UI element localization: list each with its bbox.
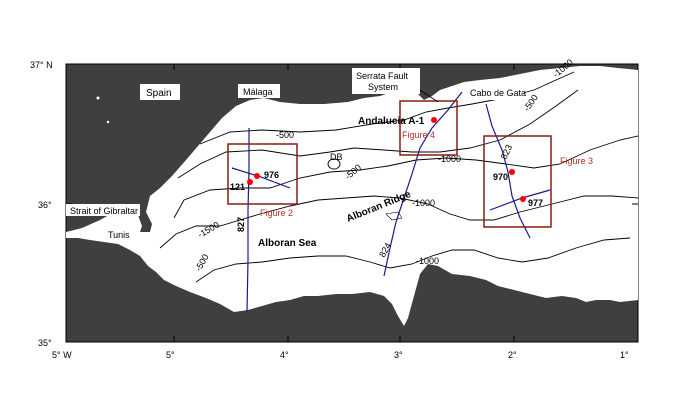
lon-label-3: 3°	[394, 350, 403, 360]
lat-label-37: 37° N	[30, 60, 53, 70]
malaga-label-bg	[238, 84, 280, 98]
contour-label: -1000	[412, 198, 435, 208]
figure-3-box	[483, 135, 552, 228]
contour-db-mound	[327, 158, 341, 170]
lat-label-35: 35°	[38, 338, 52, 348]
islet	[106, 120, 110, 124]
spain-label-bg	[140, 84, 180, 100]
strait-label-bg	[66, 204, 140, 216]
lon-label-4: 4°	[280, 350, 289, 360]
site-976-label: 976	[264, 170, 279, 180]
db-label: DB	[330, 152, 343, 162]
contour-label: -500	[276, 130, 294, 140]
site-970-label: 970	[493, 172, 508, 182]
figure-3-label: Figure 3	[560, 156, 593, 166]
islet	[594, 101, 598, 105]
strait-label: Strait of Gibraltar	[70, 206, 138, 216]
lon-label-1: 1°	[620, 350, 629, 360]
figure-2-label: Figure 2	[260, 208, 293, 218]
serrata-pointer	[419, 89, 439, 103]
tunis-label: Tunis	[108, 230, 130, 240]
lon-label-2: 2°	[508, 350, 517, 360]
lon-label-5w: 5° W	[52, 350, 72, 360]
contour-1000-north	[177, 89, 579, 179]
alboran-sea-label: Alboran Sea	[258, 238, 317, 249]
islet	[96, 96, 100, 100]
site-970-marker	[509, 169, 515, 175]
contour-label: -1000	[438, 154, 461, 164]
contour-1500	[173, 135, 639, 219]
track-827-label: 827	[236, 217, 246, 232]
alboran-island	[385, 211, 403, 221]
contour-label: -1000	[416, 256, 439, 266]
track-827	[246, 128, 250, 313]
spain-label: Spain	[146, 88, 172, 99]
cabo-label-bg	[468, 86, 524, 100]
sea-area	[66, 66, 638, 326]
serrata-label-line1: Serrata Fault	[356, 71, 409, 81]
axis-ticks	[66, 63, 638, 343]
site-977-label: 977	[528, 198, 543, 208]
lat-label-36: 36°	[38, 200, 52, 210]
figure-4-box	[399, 100, 458, 156]
andalucia-well-marker	[431, 117, 437, 123]
site-976-marker	[254, 173, 260, 179]
site-121-label: 121	[230, 182, 245, 192]
contour-500-south	[195, 237, 631, 283]
malaga-label: Málaga	[243, 87, 273, 97]
track-823	[485, 103, 531, 239]
site-977-marker	[520, 196, 526, 202]
cabo-de-gata-label: Cabo de Gata	[470, 88, 526, 98]
serrata-label-bg	[352, 68, 420, 94]
site-121-marker	[247, 179, 253, 185]
figure-4-label: Figure 4	[402, 130, 435, 140]
contour-1000-south	[159, 195, 639, 249]
contour-500-north	[199, 71, 575, 145]
track-824	[383, 91, 463, 277]
figure-2-box	[227, 143, 298, 205]
andalucia-label: Andalucia A-1	[358, 116, 425, 127]
tunis-label-bg	[106, 228, 138, 242]
lon-label-5: 5°	[166, 350, 175, 360]
serrata-label-line2: System	[368, 82, 398, 92]
